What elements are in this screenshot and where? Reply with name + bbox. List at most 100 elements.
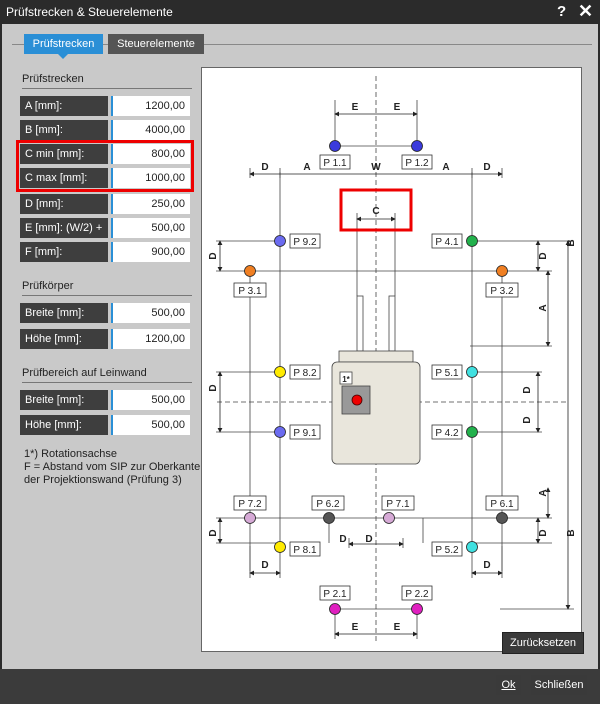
help-icon[interactable]: ?: [557, 3, 567, 20]
dim-d: D: [483, 162, 490, 173]
dialog-content: Prüfstrecken Steuerelemente Prüfstrecken…: [2, 24, 598, 669]
c-min-input[interactable]: 800,00: [111, 144, 190, 164]
point-p81: [274, 541, 286, 553]
note-line: 1*) Rotationsachse: [24, 448, 117, 460]
dim-d: D: [208, 529, 219, 536]
label-p62: P 6.2: [316, 499, 340, 510]
a-input[interactable]: 1200,00: [111, 96, 190, 116]
label-p72: P 7.2: [238, 499, 262, 510]
b-input[interactable]: 4000,00: [111, 120, 190, 140]
hoehe-input[interactable]: 1200,00: [111, 329, 190, 349]
dim-a: A: [303, 162, 310, 173]
row-a: A [mm]: 1200,00: [20, 96, 190, 116]
field-label: B [mm]:: [20, 120, 108, 140]
title-bar: Prüfstrecken & Steuerelemente ? ✕: [0, 0, 600, 24]
c-max-input[interactable]: 1000,00: [111, 168, 190, 188]
label-p22: P 2.2: [405, 589, 429, 600]
e-input[interactable]: 500,00: [111, 218, 190, 238]
dim-d: D: [339, 534, 346, 545]
point-p92: [274, 235, 286, 247]
dim-a: A: [442, 162, 449, 173]
section-divider: [22, 88, 192, 89]
point-p62: [323, 512, 335, 524]
field-label: Breite [mm]:: [20, 303, 108, 323]
highlight-c-box: [339, 188, 413, 232]
label-p11: P 1.1: [323, 158, 347, 169]
dim-d: D: [365, 534, 372, 545]
section-title-pruefkoerper: Prüfkörper: [22, 280, 74, 292]
row-leinwand-breite: Breite [mm]: 500,00: [20, 390, 190, 410]
label-p61: P 6.1: [490, 499, 514, 510]
label-p92: P 9.2: [293, 237, 317, 248]
ok-button[interactable]: Ok: [496, 675, 521, 695]
field-label: F [mm]:: [20, 242, 108, 262]
row-c-min: C min [mm]: 800,00: [20, 144, 190, 164]
field-label: C min [mm]:: [20, 144, 108, 164]
diagram-svg: E E D A W A D C D D D D E E D D D D A B: [208, 76, 577, 643]
point-p42: [466, 426, 478, 438]
field-label: E [mm]: (W/2) +: [20, 218, 108, 238]
field-label: C max [mm]:: [20, 168, 108, 188]
tab-divider: [12, 44, 592, 45]
label-p32: P 3.2: [490, 286, 514, 297]
label-p31: P 3.1: [238, 286, 262, 297]
section-title-pruefstrecken: Prüfstrecken: [22, 73, 84, 85]
note-line: F = Abstand vom SIP zur Oberkante: [24, 461, 201, 473]
breite-input[interactable]: 500,00: [111, 303, 190, 323]
point-p51: [466, 366, 478, 378]
point-p72: [244, 512, 256, 524]
window-title: Prüfstrecken & Steuerelemente: [6, 5, 173, 19]
row-f: F [mm]: 900,00: [20, 242, 190, 262]
label-p71: P 7.1: [386, 499, 410, 510]
d-input[interactable]: 250,00: [111, 194, 190, 214]
dim-a: A: [538, 304, 549, 311]
footer-bar: Ok Schließen: [0, 669, 600, 704]
note-line: der Projektionswand (Prüfung 3): [24, 474, 182, 486]
dim-e: E: [394, 622, 401, 633]
close-button[interactable]: Schließen: [531, 675, 587, 695]
field-label: Breite [mm]:: [20, 390, 108, 410]
measurement-diagram: E E D A W A D C D D D D E E D D D D A B: [201, 67, 582, 652]
row-hoehe: Höhe [mm]: 1200,00: [20, 329, 190, 349]
row-d: D [mm]: 250,00: [20, 194, 190, 214]
point-p22: [411, 603, 423, 615]
field-label: Höhe [mm]:: [20, 329, 108, 349]
point-p11: [329, 140, 341, 152]
notes: 1*) Rotationsachse F = Abstand vom SIP z…: [24, 448, 200, 487]
row-b: B [mm]: 4000,00: [20, 120, 190, 140]
row-c-max: C max [mm]: 1000,00: [20, 168, 190, 188]
point-p21: [329, 603, 341, 615]
section-divider: [22, 382, 192, 383]
highlight-box: [16, 140, 194, 192]
label-p81: P 8.1: [293, 545, 317, 556]
point-p32: [496, 265, 508, 277]
dim-d: D: [208, 384, 219, 391]
row-breite: Breite [mm]: 500,00: [20, 303, 190, 323]
section-divider: [22, 295, 192, 296]
reset-button[interactable]: Zurücksetzen: [502, 632, 584, 654]
dim-d: D: [538, 252, 549, 259]
label-p52: P 5.2: [435, 545, 459, 556]
leinwand-hoehe-input[interactable]: 500,00: [111, 415, 190, 435]
dim-w: W: [371, 162, 381, 173]
tab-steuerelemente[interactable]: Steuerelemente: [108, 34, 204, 54]
f-input[interactable]: 900,00: [111, 242, 190, 262]
dim-d: D: [208, 252, 219, 259]
leinwand-breite-input[interactable]: 500,00: [111, 390, 190, 410]
label-p91: P 9.1: [293, 428, 317, 439]
point-p91: [274, 426, 286, 438]
row-e: E [mm]: (W/2) + 500,00: [20, 218, 190, 238]
point-p71: [383, 512, 395, 524]
label-p82: P 8.2: [293, 368, 317, 379]
rotation-axis-label: 1*: [342, 375, 350, 384]
close-icon[interactable]: ✕: [578, 1, 594, 21]
dim-c: C: [372, 206, 379, 217]
dim-e: E: [352, 102, 359, 113]
dim-d: D: [522, 416, 533, 423]
point-p41: [466, 235, 478, 247]
field-label: A [mm]:: [20, 96, 108, 116]
tab-pruefstrecken[interactable]: Prüfstrecken: [24, 34, 103, 59]
label-p41: P 4.1: [435, 237, 459, 248]
point-p52: [466, 541, 478, 553]
dim-d: D: [483, 560, 490, 571]
